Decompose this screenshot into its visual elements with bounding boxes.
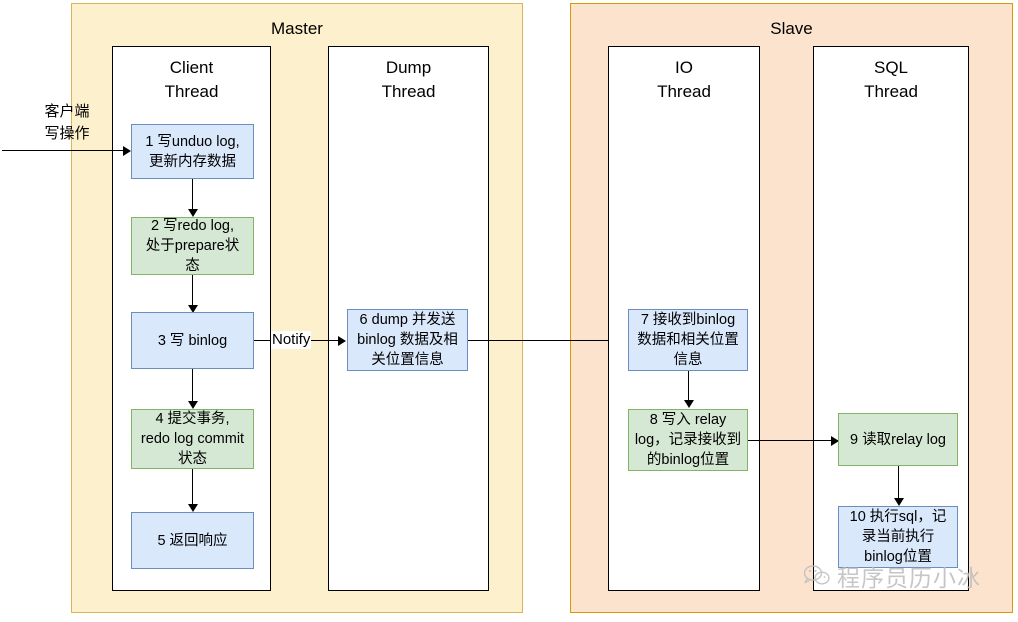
panel-io-thread-label: IO Thread: [657, 58, 711, 101]
panel-sql-thread-label: SQL Thread: [864, 58, 918, 101]
edge-8-9-arrow: [831, 436, 839, 446]
edge-notify-label: Notify: [271, 331, 312, 349]
panel-dump-thread-label: Dump Thread: [381, 58, 436, 101]
entry-arrow-head: [123, 146, 131, 156]
edge-6-7-line: [468, 340, 609, 341]
step-8-box[interactable]: 8 写入 relay log，记录接收到 的binlog位置: [628, 409, 748, 471]
step-6-box[interactable]: 6 dump 并发送 binlog 数据及相 关位置信息: [347, 309, 468, 371]
edge-9-10-arrow: [894, 498, 904, 506]
step-7-box[interactable]: 7 接收到binlog 数据和相关位置 信息: [628, 309, 748, 371]
edge-9-10-line: [898, 466, 899, 504]
step-1-box[interactable]: 1 写unduo log, 更新内存数据: [131, 124, 254, 179]
edge-2-3-line: [192, 275, 193, 311]
edge-3-6-arrow: [338, 336, 346, 346]
watermark-text: 程序员历小冰: [837, 566, 981, 592]
step-10-box[interactable]: 10 执行sql，记 录当前执行 binlog位置: [838, 506, 958, 568]
edge-2-3-arrow: [188, 305, 198, 313]
panel-client-thread-label: Client Thread: [164, 58, 219, 101]
entry-arrow-line: [2, 150, 124, 151]
step-2-box[interactable]: 2 写redo log, 处于prepare状 态: [131, 217, 254, 275]
panel-sql-thread: [813, 46, 969, 591]
step-4-box[interactable]: 4 提交事务, redo log commit 状态: [131, 409, 254, 469]
entry-label: 客户端 写操作: [44, 103, 90, 142]
edge-7-8-arrow: [684, 400, 694, 408]
edge-3-4-arrow: [188, 401, 198, 409]
watermark: 程序员历小冰: [803, 559, 981, 593]
edge-3-4-line: [192, 369, 193, 407]
step-9-box[interactable]: 9 读取relay log: [838, 413, 958, 466]
edge-8-9-line: [748, 440, 838, 441]
edge-4-5-arrow: [188, 504, 198, 512]
edge-1-2-line: [192, 179, 193, 215]
step-3-box[interactable]: 3 写 binlog: [131, 312, 254, 369]
step-5-box[interactable]: 5 返回响应: [131, 512, 254, 569]
group-slave-label: Slave: [770, 19, 813, 38]
edge-7-8-line: [688, 371, 689, 406]
wechat-icon: [803, 564, 831, 588]
edge-4-5-line: [192, 469, 193, 510]
group-master-label: Master: [271, 19, 323, 38]
edge-1-2-arrow: [188, 209, 198, 217]
